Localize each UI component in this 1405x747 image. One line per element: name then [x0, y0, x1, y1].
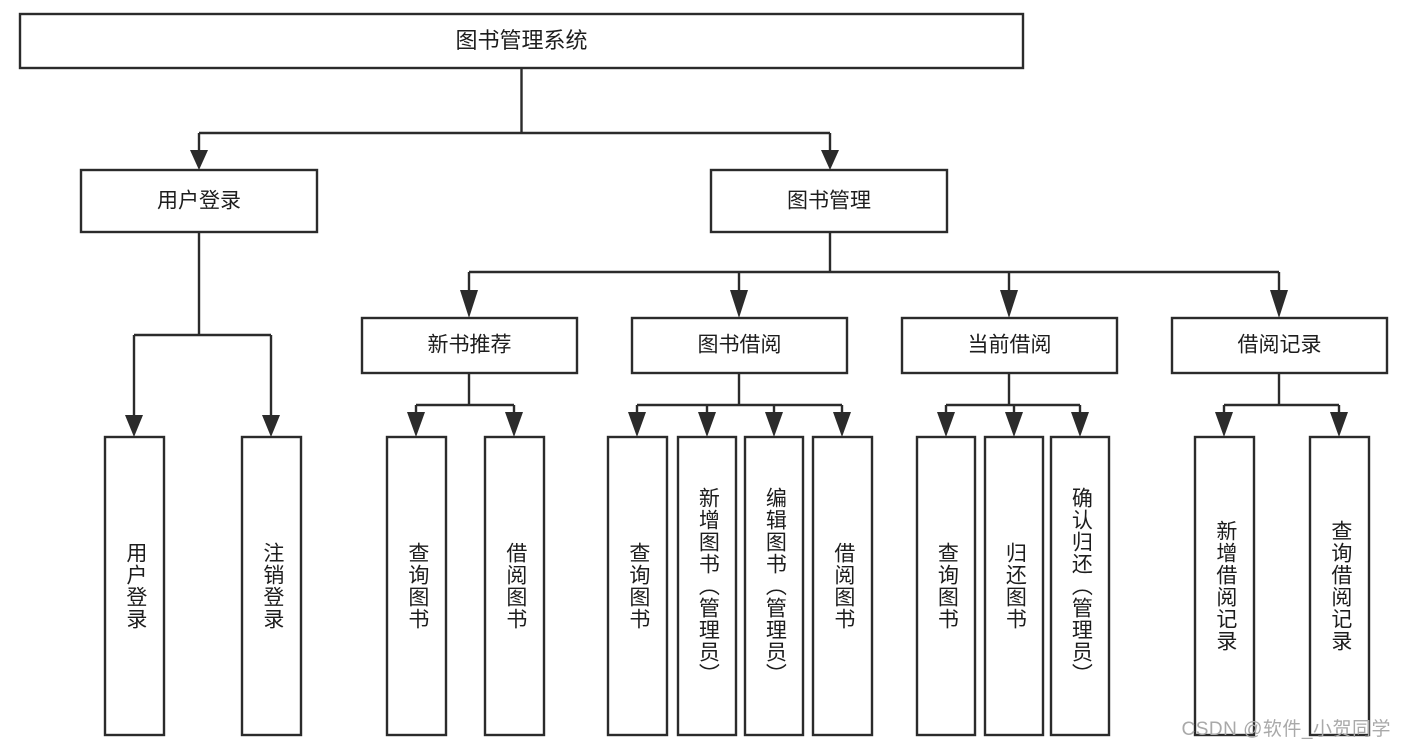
leaf-box-query-book-1[interactable] [385, 435, 448, 737]
arrow-head-borrow-record [1270, 290, 1288, 318]
arrow-head-new-book-rec [460, 290, 478, 318]
node-box-user-login[interactable] [79, 168, 319, 234]
node-label-user-login: 用户登录 [157, 190, 241, 213]
arrow-head-leaf-user-login [125, 415, 143, 437]
node-box-root[interactable] [18, 12, 1025, 70]
connector-layer [125, 68, 1348, 437]
arrow-head-leaf-add-record [1215, 412, 1233, 437]
arrow-head-book-mgmt [821, 150, 839, 170]
node-box-current-borrow[interactable] [900, 316, 1119, 375]
arrow-head-leaf-confirm-return [1071, 412, 1089, 437]
leaf-box-edit-book-admin[interactable] [743, 435, 805, 737]
node-layer: 图书管理系统 用户登录 图书管理 新书推荐 图书借阅 当前借阅 借阅记录 [18, 12, 1389, 737]
node-label-current-borrow: 当前借阅 [968, 334, 1052, 357]
node-box-book-management[interactable] [709, 168, 949, 234]
node-box-book-borrow[interactable] [630, 316, 849, 375]
arrow-head-book-borrow [730, 290, 748, 318]
arrow-head-leaf-return-book [1005, 412, 1023, 437]
arrow-head-leaf-query-record [1330, 412, 1348, 437]
arrow-head-leaf-add-book [698, 412, 716, 437]
node-label-borrow-record: 借阅记录 [1238, 334, 1322, 357]
arrow-head-leaf-query-book-1 [407, 412, 425, 437]
arrow-head-leaf-query-book-3 [937, 412, 955, 437]
leaf-box-borrow-book-1[interactable] [483, 435, 546, 737]
leaf-box-confirm-return-admin[interactable] [1049, 435, 1111, 737]
arrow-head-leaf-borrow-book-1 [505, 412, 523, 437]
node-box-new-book-recommend[interactable] [360, 316, 579, 375]
leaf-box-return-book[interactable] [983, 435, 1045, 737]
node-label-root: 图书管理系统 [455, 28, 587, 53]
leaf-box-add-borrow-record[interactable] [1193, 435, 1256, 737]
node-label-book-borrow: 图书借阅 [698, 334, 782, 357]
leaf-box-borrow-book-2[interactable] [811, 435, 874, 737]
arrow-head-leaf-borrow-book-2 [833, 412, 851, 437]
node-label-new-book-recommend: 新书推荐 [428, 334, 512, 357]
arrow-head-leaf-logout [262, 415, 280, 437]
leaf-box-query-book-2[interactable] [606, 435, 669, 737]
leaf-box-query-borrow-record[interactable] [1308, 435, 1371, 737]
arrow-head-leaf-edit-book [765, 412, 783, 437]
leaf-box-user-login[interactable] [103, 435, 166, 737]
node-box-borrow-record[interactable] [1170, 316, 1389, 375]
arrow-head-user-login [190, 150, 208, 170]
arrow-head-leaf-query-book-2 [628, 412, 646, 437]
leaf-box-query-book-3[interactable] [915, 435, 977, 737]
leaf-box-add-book-admin[interactable] [676, 435, 738, 737]
arrow-head-current-borrow [1000, 290, 1018, 318]
csdn-watermark: CSDN @软件_小贺同学 [1181, 719, 1391, 740]
leaf-box-logout[interactable] [240, 435, 303, 737]
node-label-book-management: 图书管理 [787, 190, 871, 213]
